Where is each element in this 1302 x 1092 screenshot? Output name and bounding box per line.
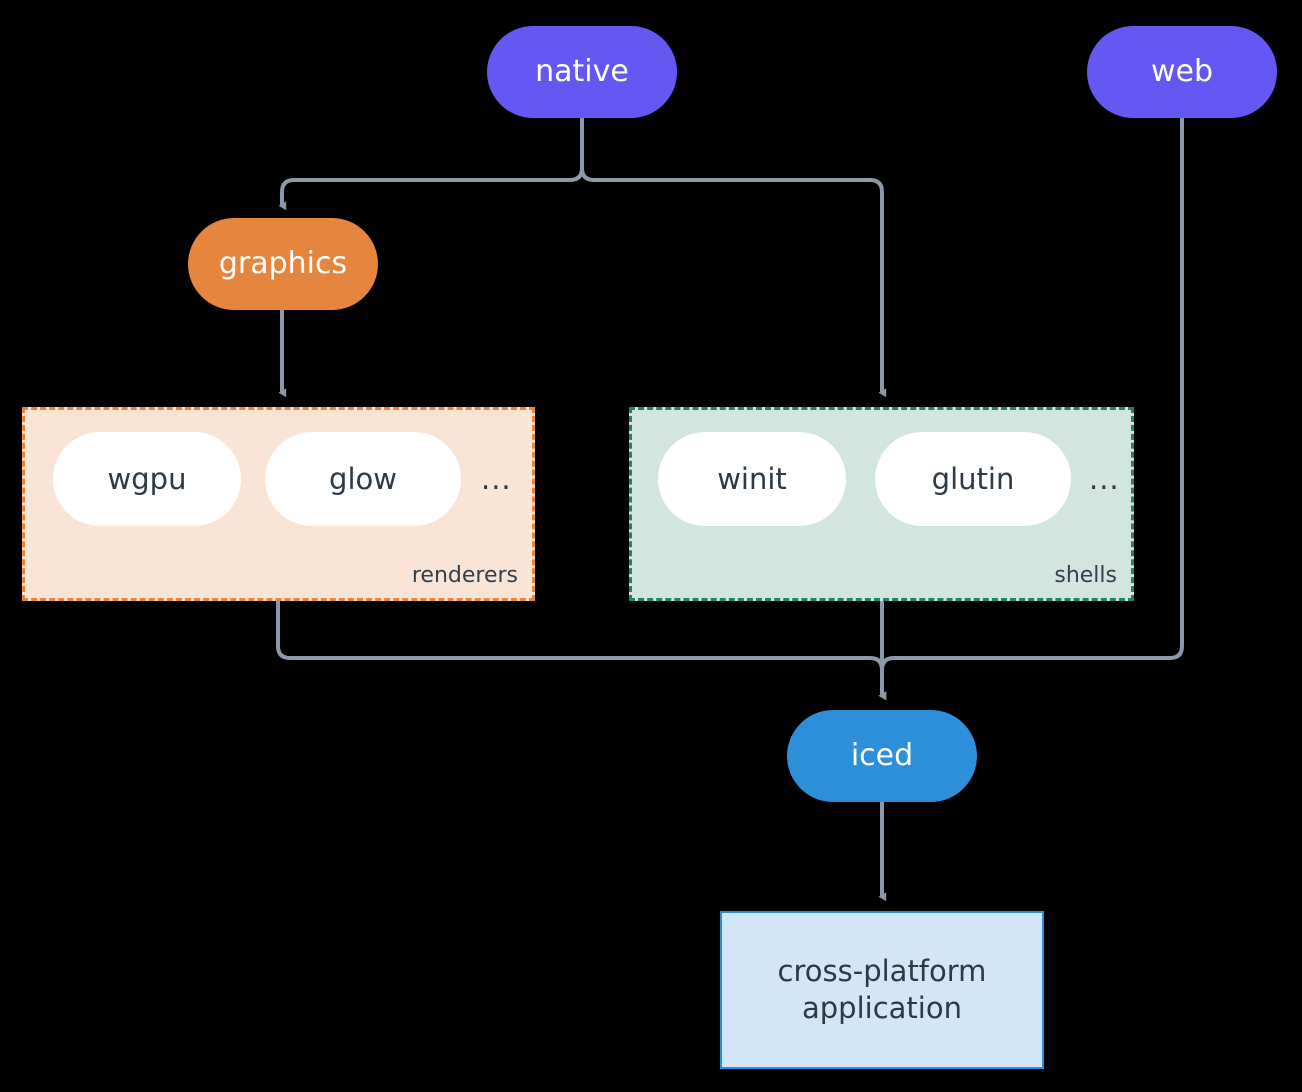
- node-web-label: web: [1150, 53, 1214, 89]
- node-iced-label: iced: [850, 737, 914, 773]
- node-winit-label: winit: [717, 462, 787, 496]
- node-iced[interactable]: iced: [787, 710, 977, 802]
- group-renderers: wgpu glow ... renderers: [22, 407, 535, 601]
- group-shells: winit glutin ... shells: [629, 407, 1134, 601]
- renderers-overflow-ellipsis: ...: [481, 462, 512, 496]
- node-glutin-label: glutin: [931, 462, 1015, 496]
- node-native[interactable]: native: [487, 26, 677, 118]
- node-wgpu-label: wgpu: [107, 462, 187, 496]
- node-glow-label: glow: [329, 462, 397, 496]
- node-wgpu[interactable]: wgpu: [53, 432, 241, 526]
- edge-native-to-graphics: [278, 118, 584, 211]
- group-shells-caption: shells: [1054, 563, 1117, 588]
- node-graphics-label: graphics: [218, 245, 348, 281]
- group-renderers-caption: renderers: [411, 563, 518, 588]
- node-glow[interactable]: glow: [265, 432, 461, 526]
- node-glutin[interactable]: glutin: [875, 432, 1071, 526]
- node-cross-platform-application-label: cross-platform application: [777, 953, 987, 1025]
- node-web[interactable]: web: [1087, 26, 1277, 118]
- shells-overflow-ellipsis: ...: [1089, 462, 1120, 496]
- node-graphics[interactable]: graphics: [188, 218, 378, 310]
- node-winit[interactable]: winit: [658, 432, 846, 526]
- edge-native-to-shells: [580, 118, 887, 398]
- node-cross-platform-application[interactable]: cross-platform application: [720, 911, 1044, 1069]
- edge-renderers-to-iced: [276, 601, 887, 701]
- node-native-label: native: [535, 53, 629, 89]
